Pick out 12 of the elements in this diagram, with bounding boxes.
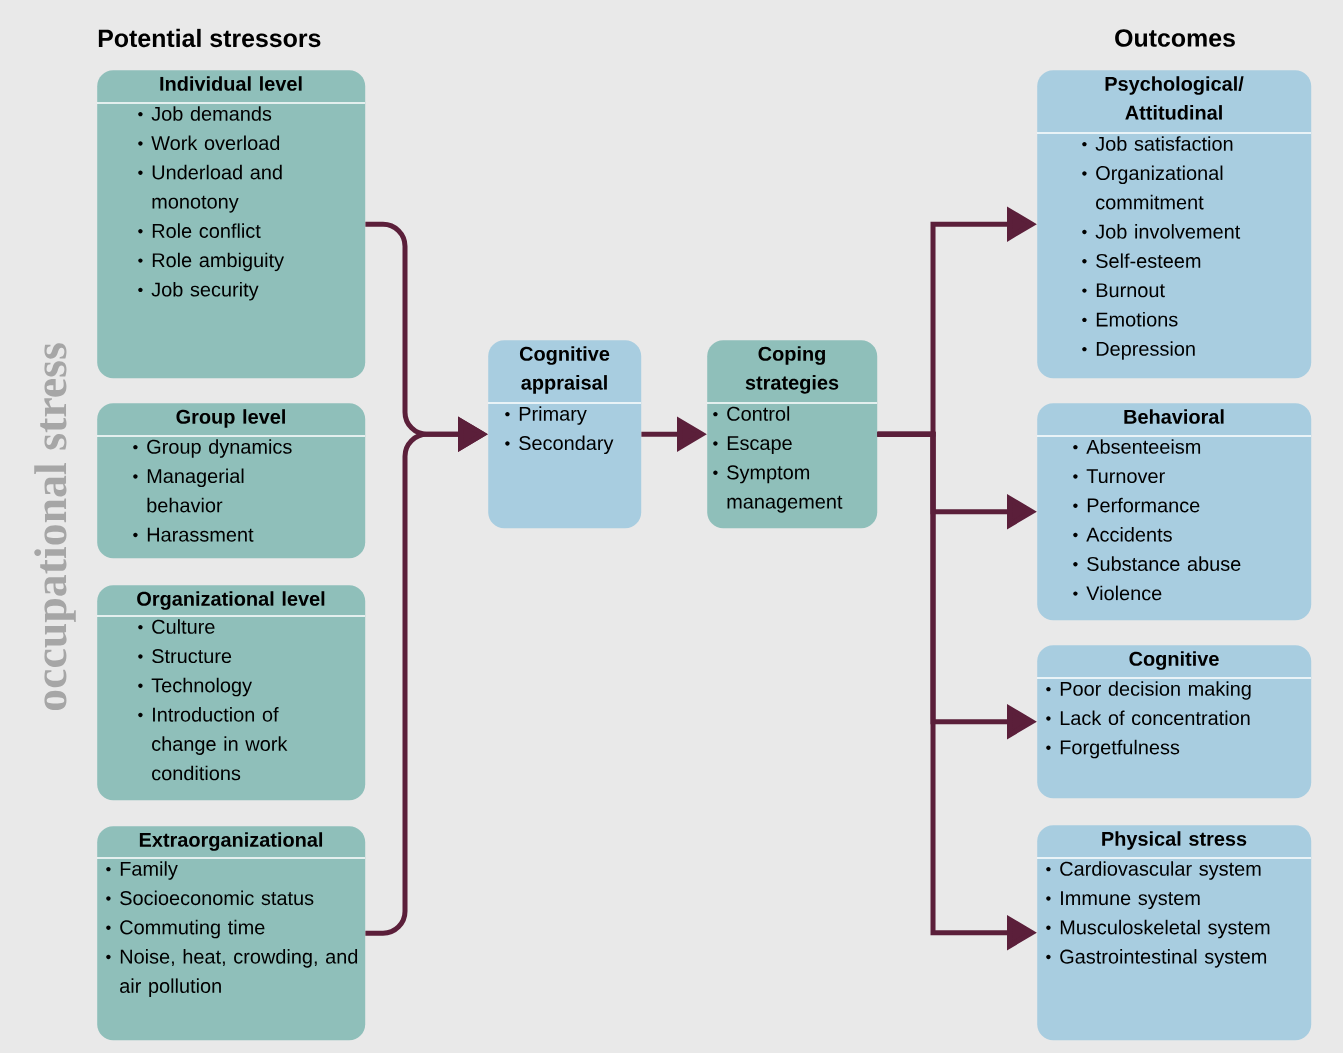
stressor-box: Organizational level Culture Structure Technology Introduction of change in work conditions bbox=[96, 585, 366, 801]
process-box: Cognitive appraisal Primary Secondary bbox=[487, 340, 642, 529]
stressor-box: Group level Group dynamics Managerial behavior Harassment bbox=[96, 403, 366, 559]
process-box: Coping strategies Control Escape Symptom management bbox=[706, 340, 878, 529]
outcome-box: Physical stress Cardiovascular system Immune system Musculoskeletal system Gastrointestinal system bbox=[1036, 825, 1312, 1041]
column-heading: Outcomes bbox=[1115, 29, 1235, 47]
side-heading: occupational stress bbox=[34, 343, 76, 711]
outcome-box: Cognitive Poor decision making Lack of concentration Forgetfulness bbox=[1036, 645, 1312, 799]
stressor-box: Extraorganizational Family Socioeconomic status Commuting time Noise, heat, crowding, and air pollution bbox=[96, 826, 366, 1041]
outcome-box: Psychological/ Attitudinal Job satisfaction Organizational commitment Job involvement Self-esteem Burnout Emotions Depression bbox=[1036, 70, 1312, 379]
stressor-box: Individual level Job demands Work overload Underload and monotony Role conflict Role ambiguity Job security bbox=[96, 70, 366, 379]
outcome-box: Behavioral Absenteeism Turnover Performance Accidents Substance abuse Violence bbox=[1036, 403, 1312, 621]
